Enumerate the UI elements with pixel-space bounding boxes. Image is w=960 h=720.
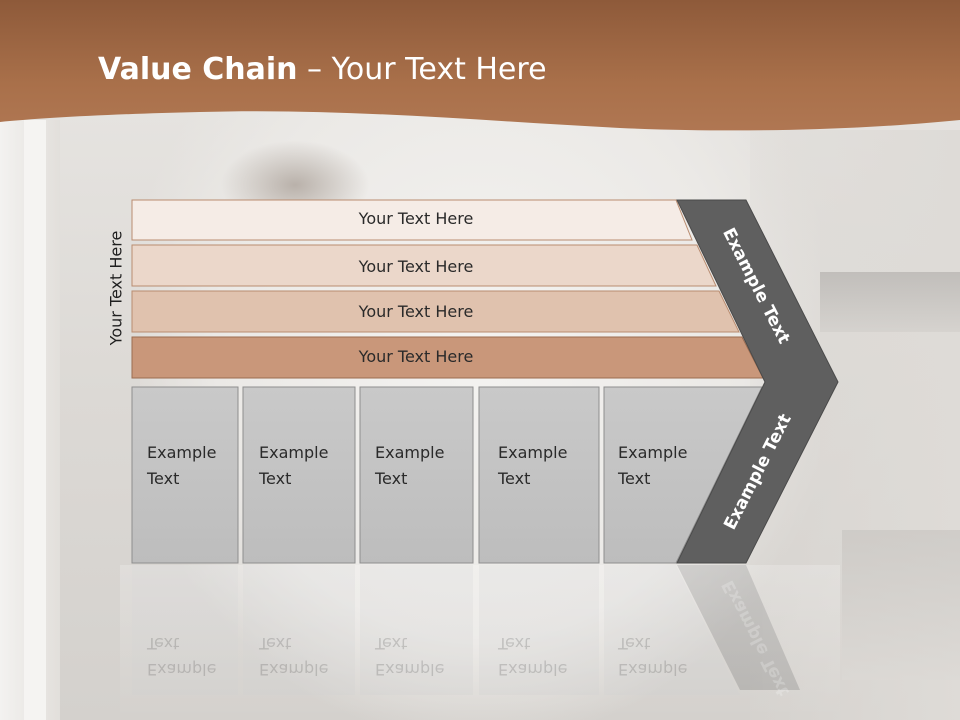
row-bar-3[interactable]: [131, 290, 740, 333]
chevron-arrow[interactable]: [676, 199, 839, 564]
column-reflection-3-line1: Example: [375, 660, 445, 679]
column-reflection-4-line1: Example: [498, 660, 568, 679]
column-reflection-1: Example Text: [147, 630, 216, 682]
column-reflection-2-line1: Example: [259, 660, 329, 679]
column-text-5-line2: Text: [618, 469, 651, 488]
row-text-2: Your Text Here: [358, 257, 474, 276]
column-reflection-2-line2: Text: [259, 634, 292, 653]
column-text-1: Example Text: [147, 440, 216, 492]
column-text-3: Example Text: [375, 440, 444, 492]
column-reflection-4: Example Text: [498, 630, 567, 682]
column-text-1-line1: Example: [147, 443, 217, 462]
row-bar-2[interactable]: [131, 244, 717, 287]
column-reflection-2: Example Text: [259, 630, 328, 682]
column-text-3-line2: Text: [375, 469, 408, 488]
column-reflection-5: Example Text: [618, 630, 687, 682]
row-text-3: Your Text Here: [358, 302, 474, 321]
column-reflection-4-line2: Text: [498, 634, 531, 653]
background-shelf-post: [24, 120, 46, 720]
column-box-3[interactable]: [359, 386, 474, 564]
page-title: Value Chain – Your Text Here: [98, 52, 547, 87]
column-text-2-line1: Example: [259, 443, 329, 462]
column-reflection-3-line2: Text: [375, 634, 408, 653]
row-text-4: Your Text Here: [358, 347, 474, 366]
background-pot: [820, 272, 960, 332]
column-reflection-3: Example Text: [375, 630, 444, 682]
column-text-3-line1: Example: [375, 443, 445, 462]
column-text-2-line2: Text: [259, 469, 292, 488]
row-text-1: Your Text Here: [358, 209, 474, 228]
column-text-1-line2: Text: [147, 469, 180, 488]
column-text-4: Example Text: [498, 440, 567, 492]
column-text-2: Example Text: [259, 440, 328, 492]
column-reflection-5-line2: Text: [618, 634, 651, 653]
column-box-5[interactable]: [603, 386, 763, 564]
column-reflection-1-line1: Example: [147, 660, 217, 679]
row-bar-1[interactable]: [131, 199, 693, 241]
column-text-5: Example Text: [618, 440, 687, 492]
column-reflection-5-line1: Example: [618, 660, 688, 679]
column-text-5-line1: Example: [618, 443, 688, 462]
column-text-4-line1: Example: [498, 443, 568, 462]
background-pot-lower: [842, 530, 960, 680]
column-box-4[interactable]: [478, 386, 600, 564]
title-bold: Value Chain: [98, 52, 298, 87]
title-rest: – Your Text Here: [297, 52, 547, 87]
column-box-2[interactable]: [242, 386, 356, 564]
column-box-1[interactable]: [131, 386, 239, 564]
column-reflection-1-line2: Text: [147, 634, 180, 653]
column-text-4-line2: Text: [498, 469, 531, 488]
